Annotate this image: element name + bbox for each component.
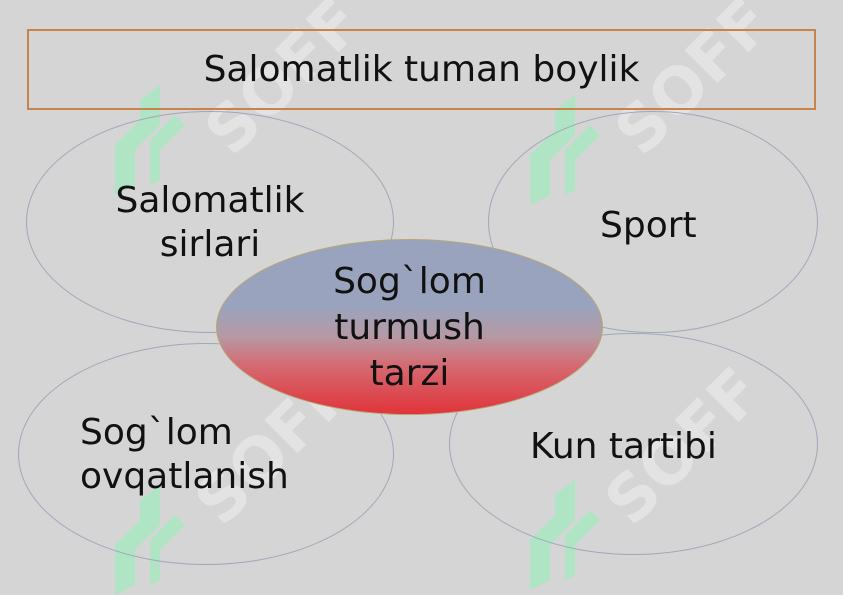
node-bottom-left-line2: ovqatlanish (80, 456, 289, 497)
ellipse-bottom-right (449, 333, 818, 555)
node-top-left-line2: sirlari (159, 224, 261, 265)
node-top-right-label: Sport (600, 204, 697, 248)
center-label: Sog`lom turmush tarzi (216, 259, 603, 397)
ellipse-top-left (26, 111, 394, 333)
node-top-left-line1: Salomatlik (115, 180, 305, 221)
node-bottom-left-line1: Sog`lom (80, 412, 233, 453)
node-bottom-right-label: Kun tartibi (530, 425, 717, 469)
title-text: Salomatlik tuman boylik (203, 49, 640, 90)
center-line2: turmush (334, 307, 485, 348)
node-bottom-left-label: Sog`lom ovqatlanish (80, 411, 289, 499)
center-ellipse (216, 239, 603, 415)
ellipse-bottom-left (18, 343, 394, 565)
node-top-left-label: Salomatlik sirlari (105, 179, 315, 267)
ellipse-top-right (488, 111, 818, 333)
node-top-right-line1: Sport (600, 205, 697, 246)
center-line1: Sog`lom (333, 261, 486, 302)
title-box: Salomatlik tuman boylik (27, 29, 816, 110)
node-bottom-right-line1: Kun tartibi (530, 426, 717, 467)
center-line3: tarzi (369, 353, 450, 394)
